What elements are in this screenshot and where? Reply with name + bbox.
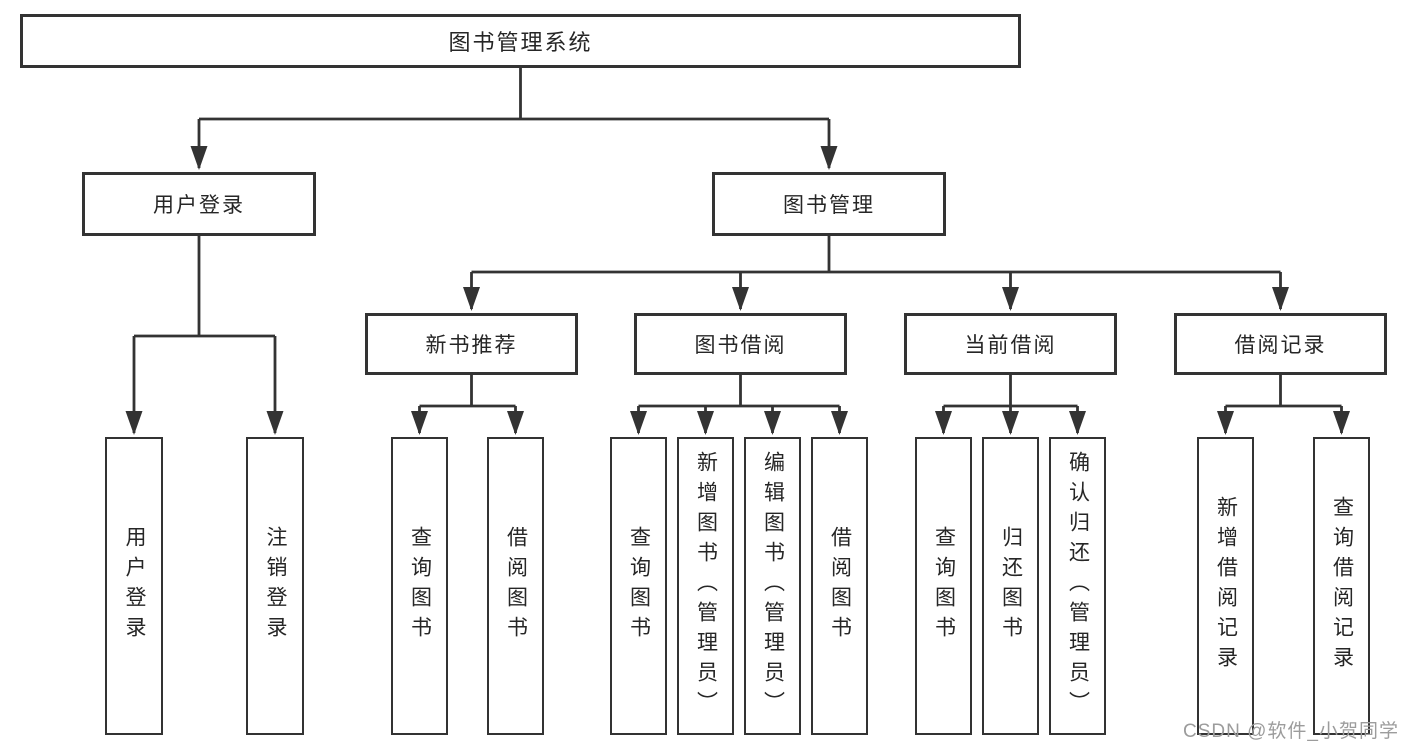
leaf-return-books: 归还图书: [982, 437, 1039, 735]
leaf-logout: 注销登录: [246, 437, 304, 735]
leaf-edit-book-admin: 编辑图书（管理员）: [744, 437, 801, 735]
leaf-borrow-books-recommendation: 借阅图书: [487, 437, 544, 735]
leaf-borrow-books: 借阅图书: [811, 437, 868, 735]
node-new-book-recommendation: 新书推荐: [365, 313, 578, 375]
leaf-query-books-recommendation: 查询图书: [391, 437, 448, 735]
leaf-query-books-current: 查询图书: [915, 437, 972, 735]
node-book-management: 图书管理: [712, 172, 946, 236]
csdn-watermark: CSDN @软件_小贺同学: [1183, 721, 1399, 742]
node-book-borrowing: 图书借阅: [634, 313, 847, 375]
node-borrowing-records: 借阅记录: [1174, 313, 1387, 375]
node-library-management-system: 图书管理系统: [20, 14, 1021, 68]
leaf-confirm-return-admin: 确认归还（管理员）: [1049, 437, 1106, 735]
node-user-login: 用户登录: [82, 172, 316, 236]
leaf-query-borrowing-record: 查询借阅记录: [1313, 437, 1370, 735]
node-current-borrowing: 当前借阅: [904, 313, 1117, 375]
leaf-add-book-admin: 新增图书（管理员）: [677, 437, 734, 735]
leaf-query-books-borrowing: 查询图书: [610, 437, 667, 735]
leaf-user-login: 用户登录: [105, 437, 163, 735]
leaf-add-borrowing-record: 新增借阅记录: [1197, 437, 1254, 735]
